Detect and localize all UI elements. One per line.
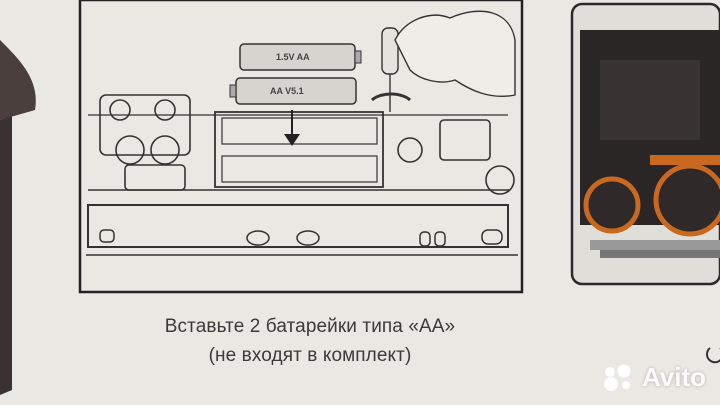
- battery-bottom-label: AA V5.1: [270, 86, 304, 96]
- watermark-text: Avito: [641, 362, 706, 392]
- caption-line-1: Вставьте 2 батарейки типа «AA»: [164, 316, 456, 337]
- caption-line-2: (не входят в комплект): [208, 345, 412, 366]
- base-slots: [99, 229, 503, 247]
- screwdriver: [370, 27, 412, 112]
- hand: [394, 10, 516, 97]
- battery-compartment: [214, 111, 384, 188]
- right-bogie: [397, 119, 515, 195]
- chassis: [87, 204, 509, 248]
- battery-top-label: 1.5V AA: [276, 52, 310, 62]
- avito-logo-icon: [603, 364, 631, 391]
- instruction-panel: [78, 0, 524, 294]
- left-bogie: [99, 94, 191, 191]
- down-arrow-icon: [284, 134, 300, 146]
- avito-watermark: Avito: [602, 362, 706, 393]
- left-dark-object: [0, 40, 36, 120]
